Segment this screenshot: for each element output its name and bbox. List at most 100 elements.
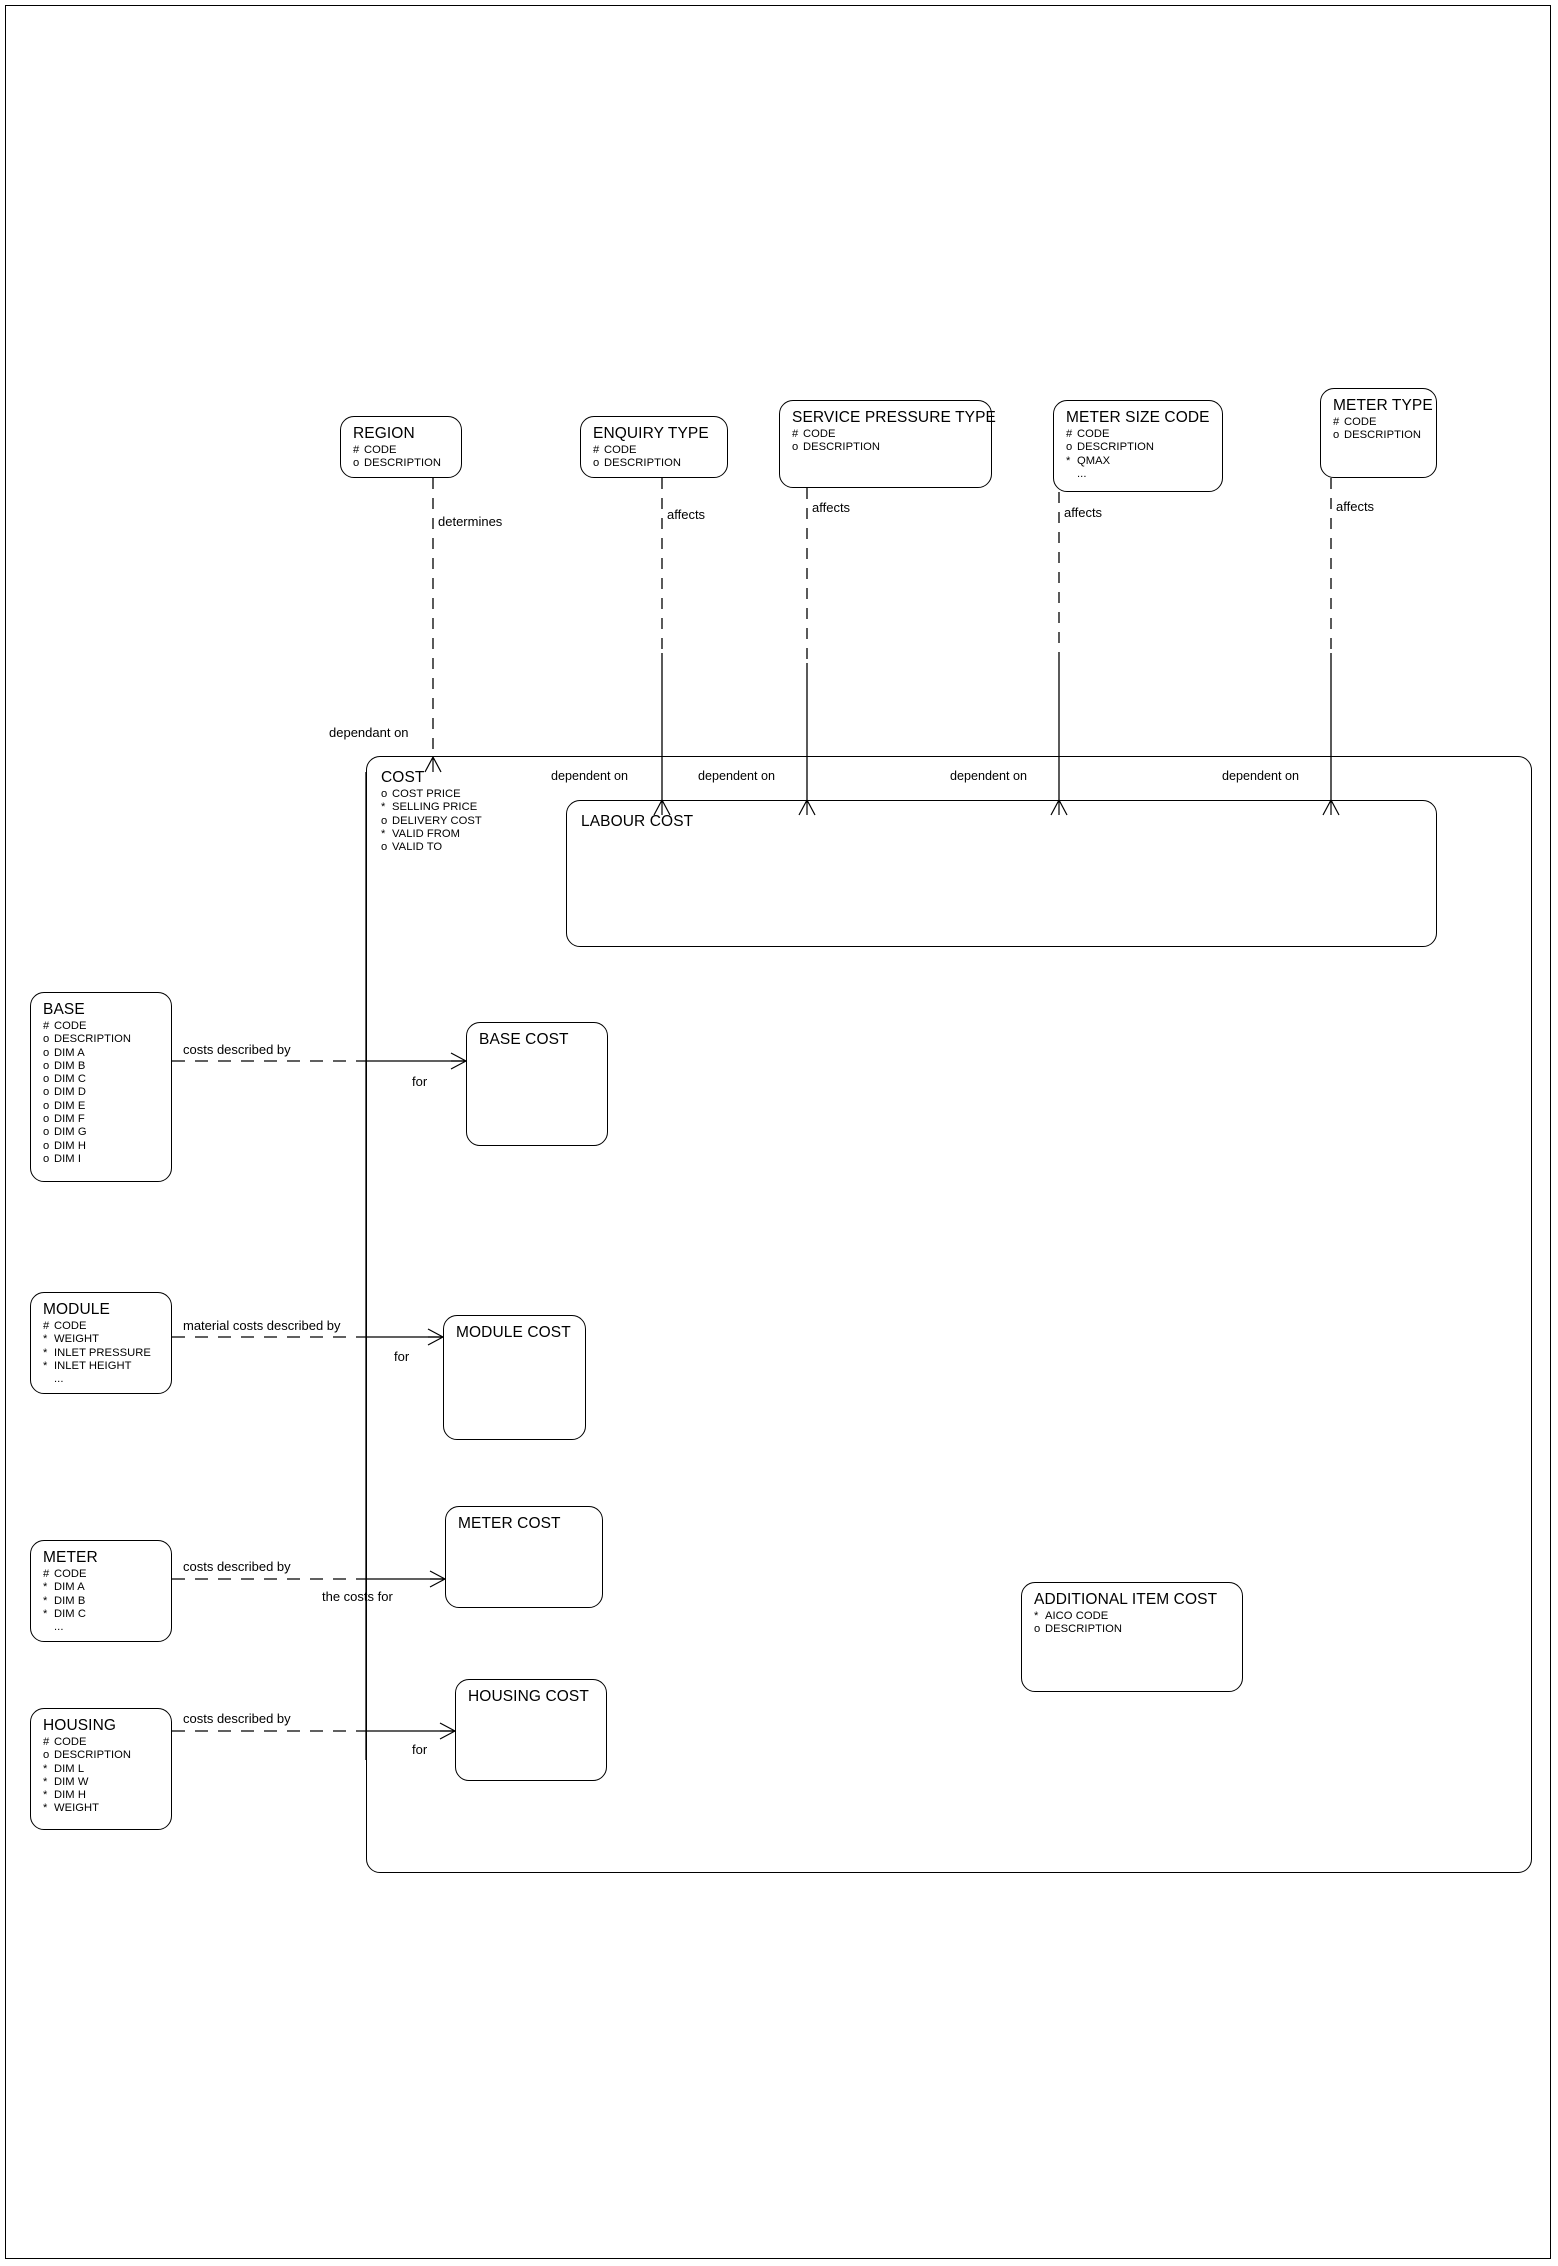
attribute-label: CODE xyxy=(1077,428,1110,440)
attribute-marker: * xyxy=(43,1333,48,1346)
attribute-marker: o xyxy=(43,1099,50,1112)
attribute-label: CODE xyxy=(1344,416,1377,428)
entity-labour-cost[interactable]: LABOUR COST xyxy=(566,800,1437,947)
attribute-label: ... xyxy=(1077,467,1087,480)
attribute-row: *DIM L xyxy=(43,1763,160,1776)
relationship-label-base-for: for xyxy=(412,1074,428,1089)
entity-housing-cost[interactable]: HOUSING COST xyxy=(455,1679,607,1781)
attribute-row: *QMAX xyxy=(1066,455,1211,468)
attribute-marker: # xyxy=(43,1020,50,1032)
relationship-label-labour-dependent-on-4: dependent on xyxy=(1222,769,1300,783)
attribute-label: QMAX xyxy=(1077,454,1111,467)
attribute-marker: o xyxy=(381,814,388,827)
attribute-row: #CODE xyxy=(792,428,980,441)
entity-module[interactable]: MODULE #CODE *WEIGHT *INLET PRESSURE *IN… xyxy=(30,1292,172,1394)
attribute-label: ... xyxy=(54,1373,64,1386)
attribute-marker: o xyxy=(381,841,388,854)
attribute-row: #CODE xyxy=(43,1020,160,1033)
entity-base-cost[interactable]: BASE COST xyxy=(466,1022,608,1146)
attribute-label: DIM A xyxy=(54,1046,85,1059)
attribute-marker: # xyxy=(593,444,600,456)
attribute-marker: o xyxy=(43,1046,50,1059)
entity-title: METER COST xyxy=(458,1515,561,1532)
attribute-row: #CODE xyxy=(43,1736,160,1749)
attribute-row: *DIM C xyxy=(43,1608,160,1621)
attribute-marker: * xyxy=(381,801,386,814)
attribute-marker: # xyxy=(43,1736,50,1748)
relationship-label-labour-dependent-on-3: dependent on xyxy=(950,769,1028,783)
attribute-list: #CODE *WEIGHT *INLET PRESSURE *INLET HEI… xyxy=(43,1320,160,1386)
attribute-row: * INLET PRESSURE xyxy=(43,1347,160,1360)
attribute-label: ... xyxy=(54,1621,64,1634)
attribute-row: ... xyxy=(43,1621,160,1634)
relationship-label-meter-costs-described-by: costs described by xyxy=(183,1559,291,1574)
entity-meter[interactable]: METER #CODE *DIM A *DIM B *DIM C ... xyxy=(30,1540,172,1642)
attribute-label: SELLING PRICE xyxy=(392,801,478,814)
attribute-row: #CODE xyxy=(43,1568,160,1581)
attribute-marker: # xyxy=(43,1320,50,1332)
attribute-marker: * xyxy=(43,1802,48,1815)
attribute-marker: * xyxy=(43,1775,48,1788)
attribute-marker: o xyxy=(593,457,600,470)
attribute-marker: o xyxy=(353,457,360,470)
entity-title: ADDITIONAL ITEM COST xyxy=(1034,1591,1218,1608)
attribute-row: o DIM A xyxy=(43,1047,160,1060)
entity-title: MODULE xyxy=(43,1301,110,1318)
attribute-row: #CODE xyxy=(1066,428,1211,441)
attribute-label: AICO CODE xyxy=(1045,1610,1109,1622)
relationship-label-base-costs-described-by: costs described by xyxy=(183,1042,291,1057)
relationship-label-module-material-costs-described-by: material costs described by xyxy=(183,1318,341,1333)
attribute-row: #CODE xyxy=(353,444,450,457)
attribute-row: *DIM B xyxy=(43,1595,160,1608)
attribute-marker: * xyxy=(43,1346,48,1359)
attribute-marker: o xyxy=(43,1033,50,1046)
attribute-label: DIM D xyxy=(54,1086,86,1099)
attribute-label: DIM C xyxy=(54,1607,86,1620)
attribute-marker: # xyxy=(1333,416,1340,428)
attribute-label: DIM H xyxy=(54,1789,86,1802)
attribute-label: DIM C xyxy=(54,1073,86,1086)
attribute-label: CODE xyxy=(54,1568,87,1580)
attribute-marker: o xyxy=(792,441,799,454)
attribute-label: DESCRIPTION xyxy=(54,1749,132,1762)
entity-meter-cost[interactable]: METER COST xyxy=(445,1506,603,1608)
relationship-label-housing-costs-described-by: costs described by xyxy=(183,1711,291,1726)
relationship-label-meter-the-costs-for: the costs for xyxy=(322,1589,393,1604)
entity-title: ENQUIRY TYPE xyxy=(593,425,709,442)
relationship-label-labour-dependent-on-1: dependent on xyxy=(551,769,629,783)
attribute-marker: o xyxy=(43,1073,50,1086)
page-border xyxy=(5,5,1551,2259)
attribute-label: INLET PRESSURE xyxy=(54,1346,151,1359)
attribute-label: DIM G xyxy=(54,1126,87,1139)
entity-module-cost[interactable]: MODULE COST xyxy=(443,1315,586,1440)
attribute-label: CODE xyxy=(803,428,836,440)
attribute-label: INLET HEIGHT xyxy=(54,1359,132,1372)
attribute-label: DESCRIPTION xyxy=(604,457,682,470)
attribute-marker: o xyxy=(43,1152,50,1165)
entity-title: METER TYPE xyxy=(1333,397,1433,414)
attribute-marker: o xyxy=(1333,429,1340,442)
attribute-label: DESCRIPTION xyxy=(1077,441,1155,454)
attribute-row: *INLET HEIGHT xyxy=(43,1360,160,1373)
attribute-marker: * xyxy=(381,827,386,840)
